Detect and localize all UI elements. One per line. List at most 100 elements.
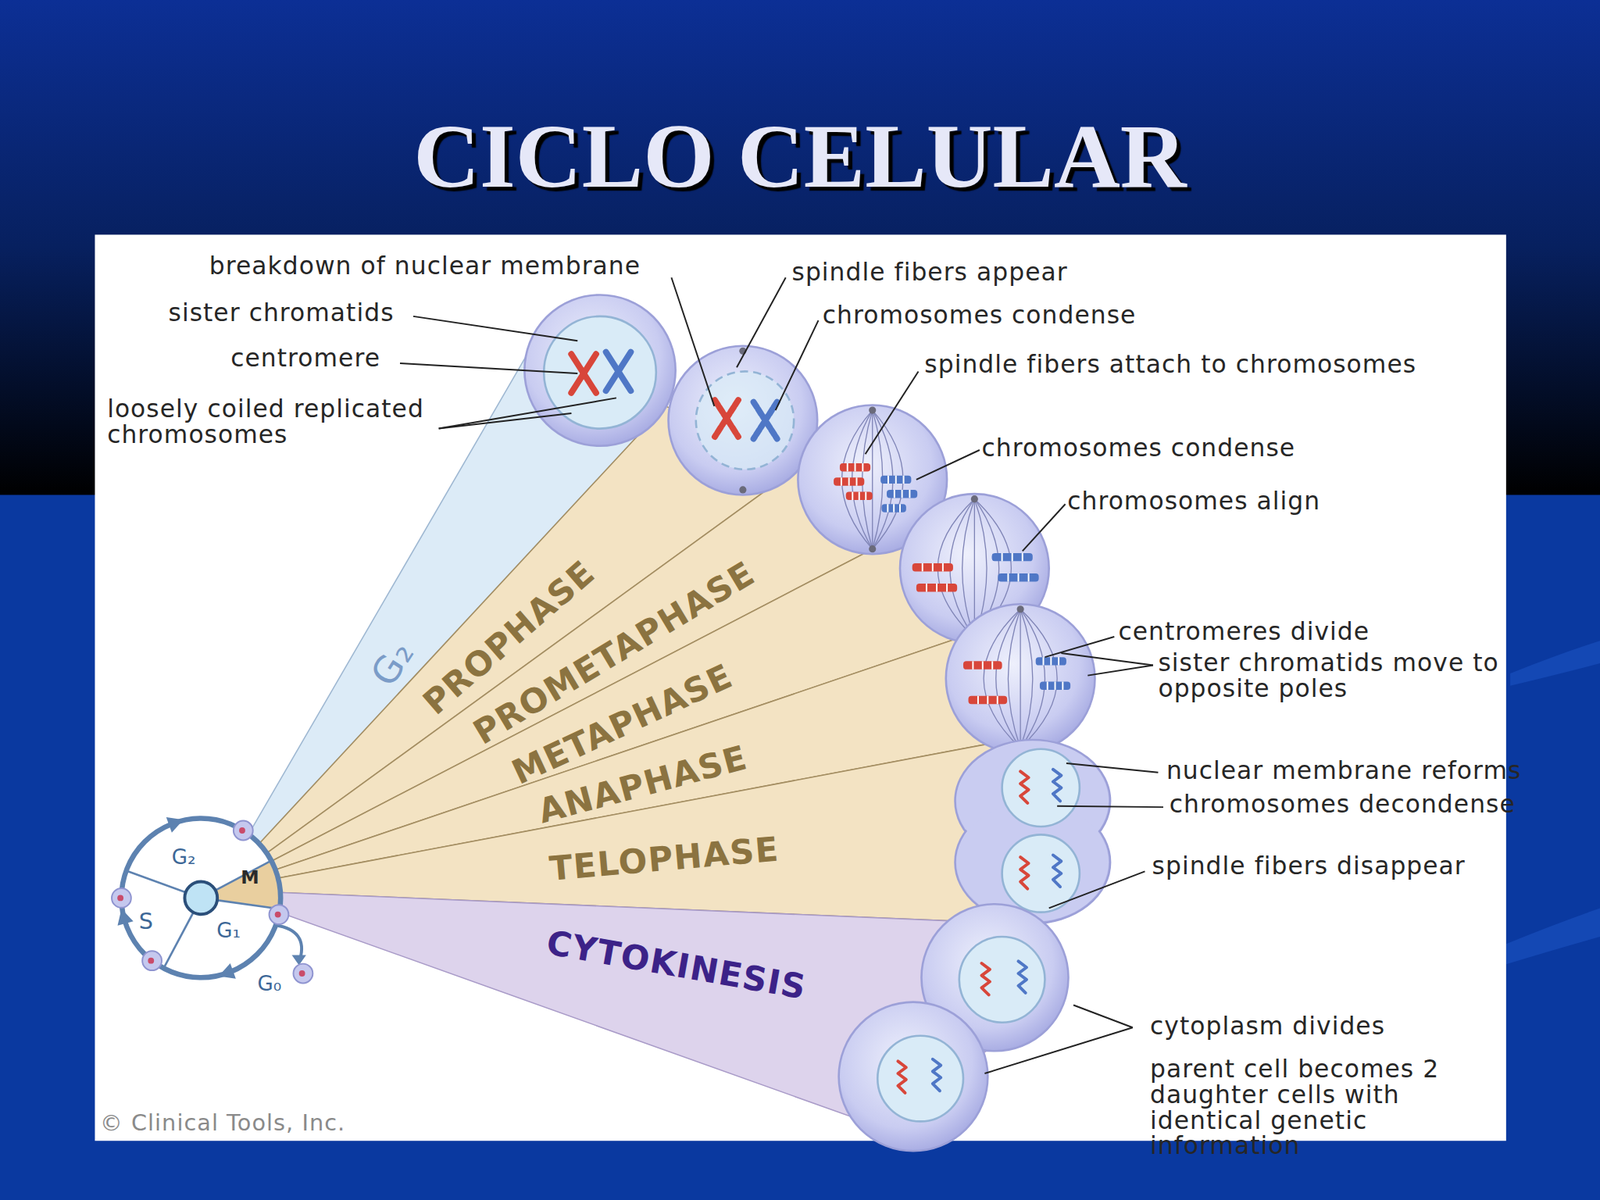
cycle-arrowhead xyxy=(166,817,184,833)
leader-line xyxy=(916,450,980,480)
leader-line xyxy=(736,277,786,368)
spindle-fiber xyxy=(872,410,904,550)
cycle-arrowhead xyxy=(218,963,236,979)
chromosome xyxy=(1039,681,1071,690)
chromosome-band xyxy=(925,583,928,592)
chromosome-band xyxy=(858,492,861,500)
chromosome xyxy=(606,352,632,392)
mini-cell xyxy=(142,950,162,971)
chromosome xyxy=(753,402,778,440)
chromosome-band xyxy=(895,475,897,484)
chromosome xyxy=(912,563,954,572)
leader-line xyxy=(1057,806,1164,808)
phase-divider xyxy=(200,860,272,899)
callout-label: parent cell becomes 2 daughter cells wit… xyxy=(1150,1057,1503,1160)
chromosome-band xyxy=(887,475,890,484)
chromosome-band xyxy=(971,660,974,669)
spindle-pole xyxy=(1017,605,1025,613)
chromosome-band xyxy=(991,660,993,669)
chromosome-band xyxy=(903,475,905,484)
cell-nucleus xyxy=(696,371,794,469)
chromosome-band xyxy=(901,489,904,498)
chromosome xyxy=(963,660,1003,669)
chromosome xyxy=(1020,771,1029,803)
callout-label: centromeres divide xyxy=(1118,619,1371,646)
cell-nucleus xyxy=(959,936,1046,1023)
cell-nucleus xyxy=(543,316,657,429)
leader-line xyxy=(1066,763,1159,773)
chromosome-band xyxy=(1001,553,1004,561)
chromosome xyxy=(571,353,597,393)
chromosome-band xyxy=(986,696,989,704)
chromosome-band xyxy=(864,492,867,500)
cell-nucleus xyxy=(1002,834,1080,912)
spindle-fiber xyxy=(1019,609,1021,749)
figure-panel xyxy=(94,234,1506,1141)
leader-line xyxy=(1060,653,1154,666)
callout-label: breakdown of nuclear membrane xyxy=(209,253,641,280)
chromosome-band xyxy=(899,503,901,512)
chromosome xyxy=(880,475,911,484)
spindle-fiber xyxy=(974,499,975,639)
chromosome-band xyxy=(892,503,895,512)
cell-body xyxy=(955,800,1111,924)
chromosome xyxy=(997,573,1039,582)
cell-body xyxy=(524,294,675,446)
callout-label: chromosomes align xyxy=(1067,489,1321,515)
phase-divider xyxy=(126,871,202,899)
chromosome xyxy=(714,400,739,437)
leader-line xyxy=(1073,1005,1133,1029)
chromosome-band xyxy=(886,503,889,512)
spindle-pole xyxy=(868,545,876,553)
spindle-fiber xyxy=(862,410,873,550)
chromosome-band xyxy=(977,696,979,704)
chromosome-band xyxy=(854,463,857,472)
spindle-fiber xyxy=(1020,609,1033,749)
copyright-note: © Clinical Tools, Inc. xyxy=(100,1110,346,1136)
phase-abbreviation: G₀ xyxy=(257,972,282,996)
spindle-fiber xyxy=(871,410,873,550)
phase-band: CYTOKINESIS xyxy=(216,889,1021,1123)
leader-line xyxy=(984,1027,1133,1074)
callout-label: nuclear membrane reforms xyxy=(1166,757,1522,784)
spindle-fiber xyxy=(1007,609,1021,749)
spindle-pole xyxy=(739,347,747,355)
chromosome-band xyxy=(908,489,911,498)
chromosome xyxy=(606,352,632,392)
spindle-fiber xyxy=(974,499,987,639)
leader-line xyxy=(865,371,919,454)
spindle-pole xyxy=(1017,744,1025,752)
callout-label: chromosomes decondense xyxy=(1169,792,1516,818)
chromosome-band xyxy=(1007,573,1009,582)
leader-line xyxy=(671,277,715,407)
chromosome-band xyxy=(1017,573,1020,582)
callout-label: sister chromatids xyxy=(168,300,395,327)
spindle-fiber xyxy=(974,499,1011,639)
spindle-fiber xyxy=(872,410,883,550)
chromosome-band xyxy=(996,696,999,704)
cycle-ring xyxy=(121,818,281,979)
chromosome xyxy=(897,1060,906,1093)
cell-body xyxy=(946,603,1096,754)
chromosome xyxy=(1018,960,1027,993)
mini-cell xyxy=(269,904,290,925)
chromosome-band xyxy=(935,583,938,592)
chromosome-band xyxy=(932,563,934,572)
phase-abbreviation: M xyxy=(240,867,259,888)
mini-cell-nucleus xyxy=(147,957,154,965)
spindle-fiber xyxy=(852,410,873,550)
callout-label: spindle fibers disappear xyxy=(1152,853,1466,880)
callout-label: cytoplasm divides xyxy=(1150,1014,1386,1040)
chromosome xyxy=(1020,857,1029,889)
chromosome xyxy=(839,463,871,472)
mini-cell-nucleus xyxy=(299,970,306,977)
chromosome xyxy=(571,353,597,393)
mini-cell-nucleus xyxy=(117,894,124,901)
chromosome-band xyxy=(1057,657,1060,665)
phase-divider xyxy=(163,897,201,968)
chromosome xyxy=(1035,657,1067,665)
leader-line xyxy=(439,413,572,429)
